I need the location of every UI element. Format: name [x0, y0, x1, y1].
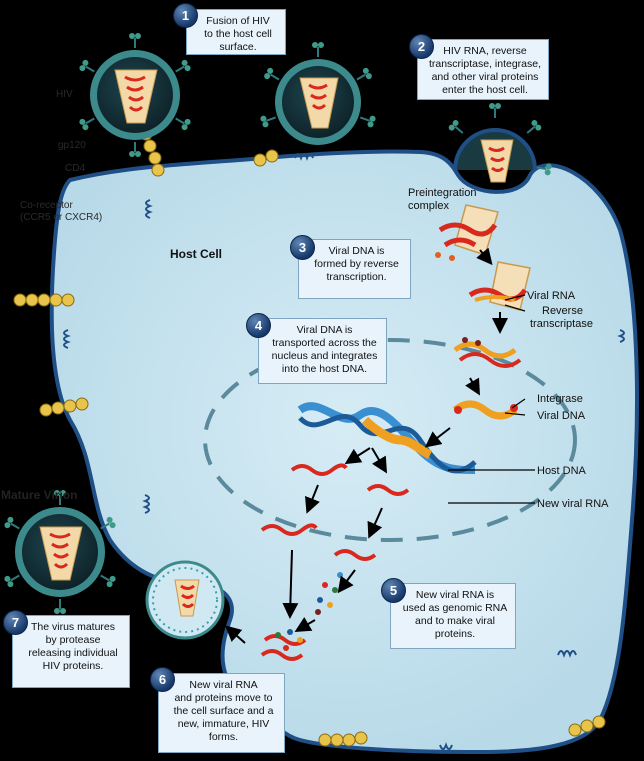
label-coreceptor-2: (CCR5 or CXCR4) [20, 212, 102, 223]
leader-lines [448, 294, 535, 504]
mature-virion [2, 489, 118, 615]
viral-proteins [275, 572, 343, 651]
viral-dna-with-integrase [452, 400, 518, 420]
label-viral-dna: Viral DNA [537, 410, 586, 422]
step-1-badge: 1 [173, 3, 198, 28]
label-integrase: Integrase [537, 393, 583, 405]
step-6-badge: 6 [150, 667, 175, 692]
step-6-callout: New viral RNA and proteins move to the c… [158, 673, 285, 753]
label-viral-rna: Viral RNA [527, 290, 576, 302]
step-2-callout: HIV RNA, reverse transcriptase, integras… [417, 39, 549, 100]
host-dna-helix [297, 402, 477, 474]
step-4-callout: Viral DNA is transported across the nucl… [258, 318, 387, 384]
hiv-virion-1 [77, 32, 193, 158]
label-mature-virion: Mature Virion [1, 488, 77, 502]
label-gp120: gp120 [58, 140, 86, 151]
step-3-callout: Viral DNA is formed by reverse transcrip… [298, 239, 411, 299]
process-arrows [225, 247, 508, 644]
label-preintegration-2: complex [408, 200, 449, 212]
label-hiv: HIV [56, 89, 73, 100]
label-reverse: Reverse [542, 305, 583, 317]
label-host-cell: Host Cell [170, 247, 222, 261]
label-preintegration-1: Preintegration [408, 187, 477, 199]
hiv-entering [446, 102, 554, 183]
nucleus-envelope [203, 338, 577, 542]
label-cd4: CD4 [65, 163, 85, 174]
step-1-callout: Fusion of HIV to the host cell surface. [186, 9, 286, 55]
step-7-badge: 7 [3, 610, 28, 635]
membrane-receptors [63, 153, 625, 750]
step-2-badge: 2 [409, 34, 434, 59]
step-7-callout: The virus matures by protease releasing … [12, 615, 130, 688]
label-new-viral-rna: New viral RNA [537, 498, 609, 510]
step-3-badge: 3 [290, 235, 315, 260]
label-coreceptor-1: Co-receptor [20, 200, 73, 211]
step-4-badge: 4 [246, 313, 271, 338]
step-5-callout: New viral RNA is used as genomic RNA and… [390, 583, 516, 649]
preintegration-complex [435, 204, 499, 261]
hiv-virion-2 [258, 41, 378, 145]
reverse-transcription-strand [453, 337, 522, 368]
label-host-dna: Host DNA [537, 465, 587, 477]
step-5-badge: 5 [381, 578, 406, 603]
label-transcriptase: transcriptase [530, 318, 593, 330]
immature-hiv-budding [145, 560, 225, 640]
new-viral-rna [260, 463, 410, 661]
